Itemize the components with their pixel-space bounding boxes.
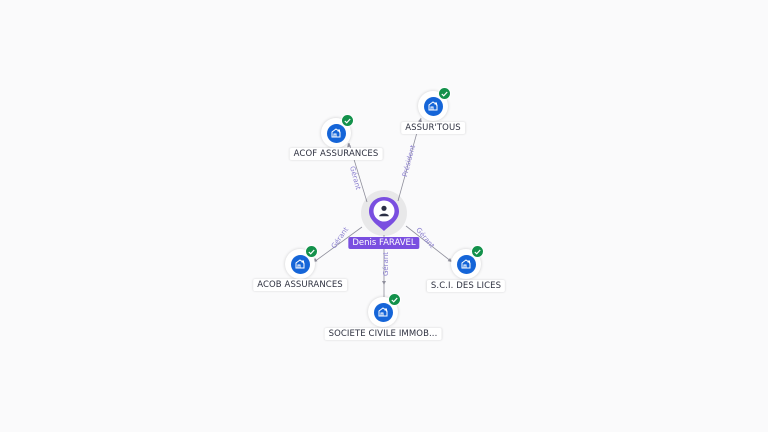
company-label: ACOF ASSURANCES bbox=[289, 148, 383, 160]
building-icon bbox=[456, 254, 476, 274]
relation-edge bbox=[405, 225, 453, 263]
building-icon bbox=[423, 96, 443, 116]
company-label: S.C.I. DES LICES bbox=[426, 280, 506, 292]
edge-arrow-icon bbox=[418, 118, 422, 123]
verified-check-icon bbox=[471, 245, 484, 258]
person-pin-icon bbox=[369, 197, 399, 231]
edge-arrow-icon bbox=[382, 281, 386, 285]
verified-check-icon bbox=[305, 245, 318, 258]
relation-label: Gérant bbox=[382, 252, 390, 276]
edge-arrow-icon bbox=[447, 257, 452, 262]
relation-label: Gérant bbox=[348, 165, 362, 191]
company-label: ASSUR'TOUS bbox=[401, 122, 465, 134]
person-name-label: Denis FARAVEL bbox=[348, 237, 420, 249]
building-icon bbox=[373, 302, 393, 322]
verified-check-icon bbox=[341, 114, 354, 127]
verified-check-icon bbox=[438, 87, 451, 100]
building-icon bbox=[290, 254, 310, 274]
relation-label: Président bbox=[401, 144, 417, 178]
edge-arrow-icon bbox=[347, 143, 352, 148]
company-label: SOCIETE CIVILE IMMOB... bbox=[324, 328, 442, 340]
verified-check-icon bbox=[388, 293, 401, 306]
building-icon bbox=[326, 123, 346, 143]
relation-edge bbox=[313, 226, 363, 263]
company-label: ACOB ASSURANCES bbox=[253, 279, 347, 291]
